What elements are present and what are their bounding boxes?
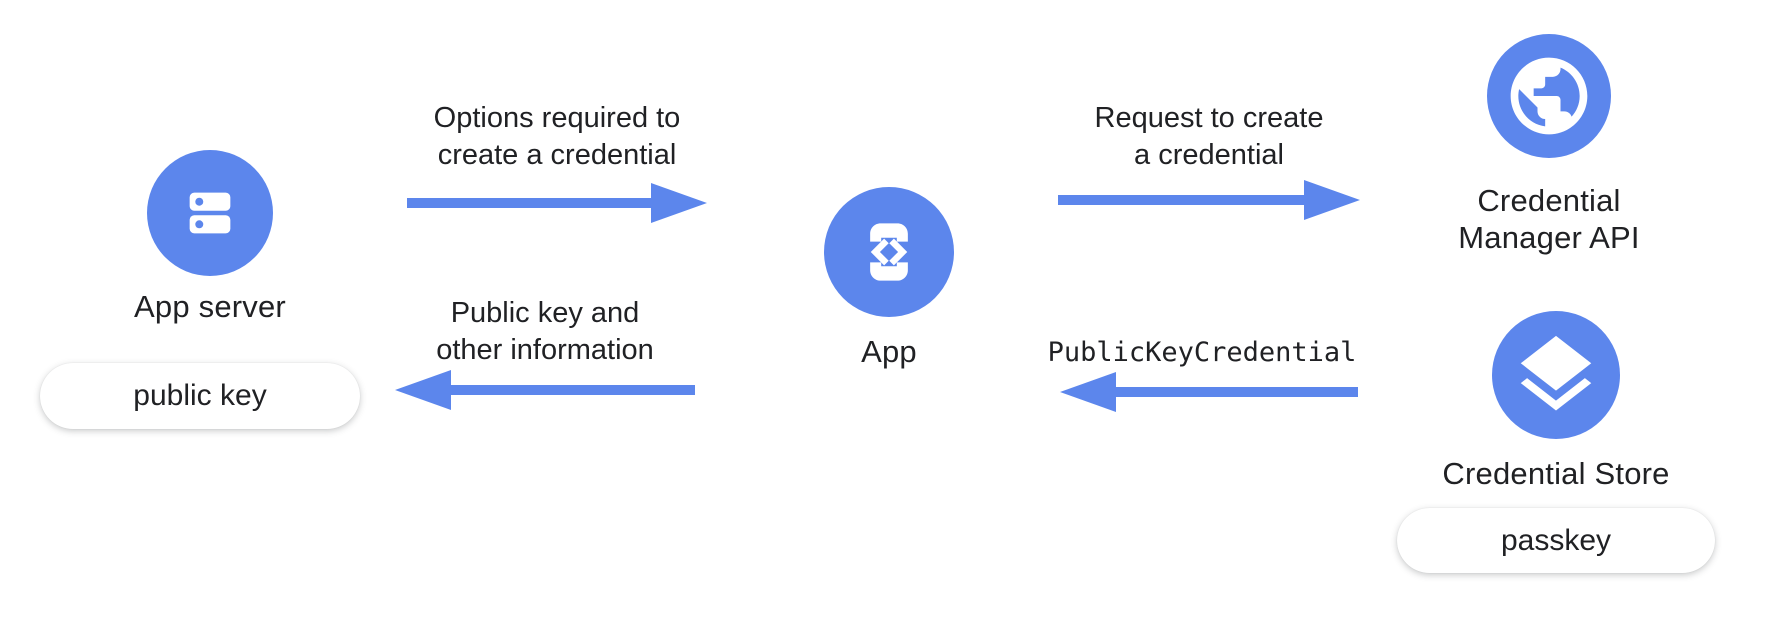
left-arrow-publickey-info xyxy=(395,368,695,417)
layers-icon xyxy=(1520,335,1592,411)
right-arrow-options xyxy=(407,181,707,230)
globe-icon xyxy=(1510,57,1588,135)
passkey-pill-label: passkey xyxy=(1500,523,1612,557)
app-label: App xyxy=(861,334,917,369)
arrow-options-caption: Options required to create a credential xyxy=(433,102,681,171)
arrow-request-caption: Request to create a credential xyxy=(1094,102,1324,171)
left-arrow-icon xyxy=(1060,372,1358,412)
left-arrow-publickeycredential xyxy=(1060,370,1358,419)
app-server-node xyxy=(147,150,273,276)
app-server-label: App server xyxy=(134,289,286,324)
app-node xyxy=(824,187,954,317)
credential-manager-api-node xyxy=(1487,34,1611,158)
arrow-publickeycredential-caption: PublicKeyCredential xyxy=(1047,337,1357,368)
credential-store-label: Credential Store xyxy=(1442,456,1670,491)
passkey-pill: passkey xyxy=(1397,508,1715,573)
right-arrow-icon xyxy=(407,183,707,223)
left-arrow-icon xyxy=(395,370,695,410)
phone-code-icon xyxy=(870,223,908,281)
arrow-publickey-info-caption: Public key and other information xyxy=(436,297,654,366)
server-icon xyxy=(189,192,231,234)
public-key-pill-label: public key xyxy=(133,379,267,412)
credential-store-node xyxy=(1492,311,1620,439)
public-key-pill: public key xyxy=(40,363,360,429)
right-arrow-request xyxy=(1058,178,1360,227)
right-arrow-icon xyxy=(1058,180,1360,220)
credential-manager-api-label: Credential Manager API xyxy=(1458,183,1640,255)
